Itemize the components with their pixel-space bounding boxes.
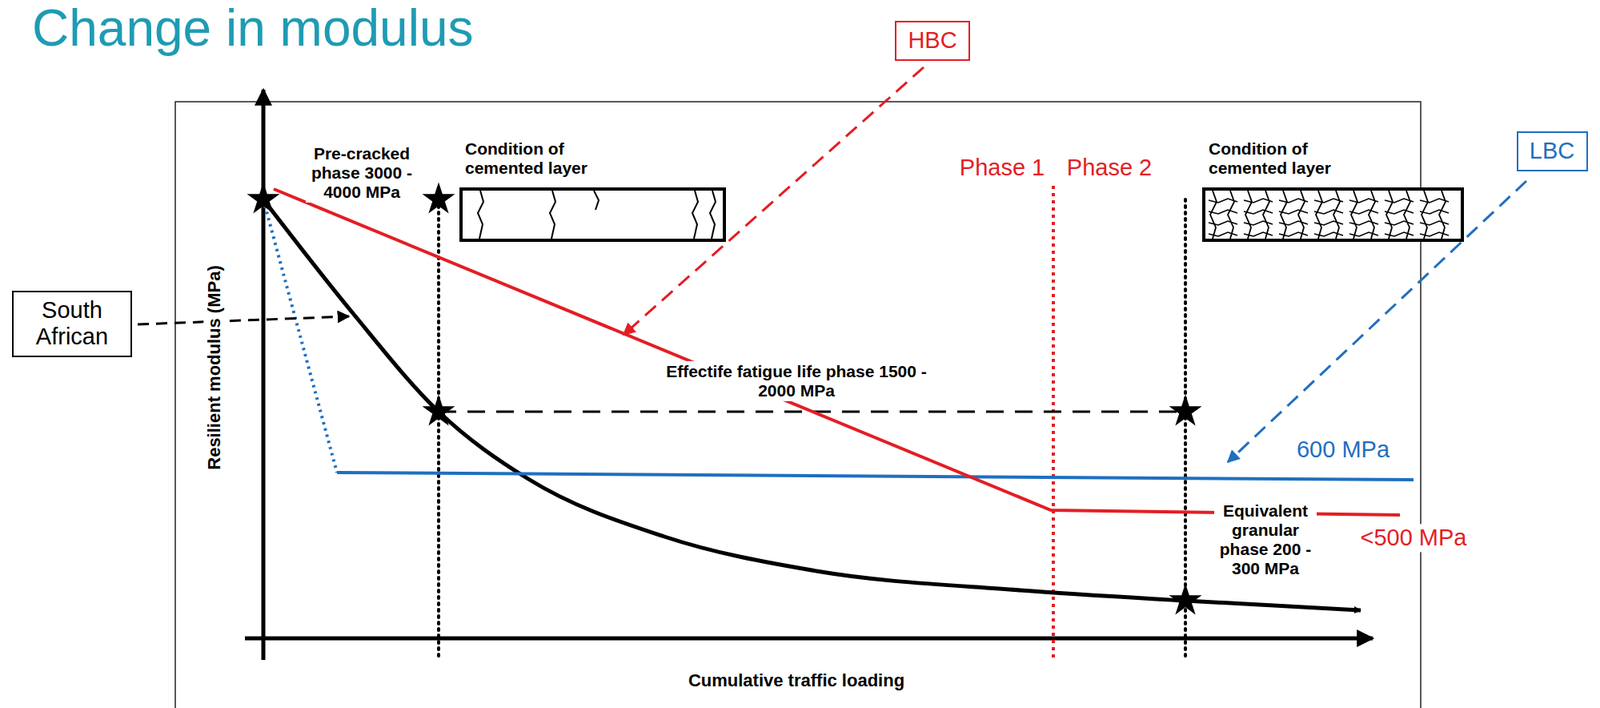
crack xyxy=(1315,190,1323,239)
crack xyxy=(1227,190,1235,239)
callout-leader xyxy=(623,67,924,335)
crack xyxy=(1384,209,1414,214)
crack xyxy=(1403,190,1411,239)
crack xyxy=(1419,220,1449,225)
axis-title: Cumulative traffic loading xyxy=(685,669,907,691)
x-axis xyxy=(244,636,1373,641)
crack xyxy=(1349,209,1379,214)
crack xyxy=(1421,190,1428,239)
south-african-curve xyxy=(263,199,1361,610)
crack xyxy=(1279,232,1308,237)
phase-star xyxy=(422,393,456,426)
phase-divider-red xyxy=(1051,185,1055,658)
phase-label: Pre-cracked phase 3000 - 4000 MPa xyxy=(305,143,418,203)
crack xyxy=(1384,198,1414,203)
crack xyxy=(1314,209,1344,214)
condition-label: Condition of cemented layer xyxy=(1206,138,1349,179)
crack xyxy=(1280,190,1288,239)
crack xyxy=(1419,209,1449,214)
crack xyxy=(1208,198,1238,203)
crack xyxy=(1384,232,1414,237)
crack xyxy=(1314,198,1344,203)
crack xyxy=(1210,190,1217,239)
axis-title: Resilient modulus (MPa) xyxy=(203,262,225,472)
crack xyxy=(1208,232,1238,237)
crack-pattern xyxy=(477,190,1449,239)
crack xyxy=(1279,198,1308,203)
phase-star xyxy=(422,181,456,213)
crack xyxy=(1279,220,1308,225)
condition-label: Condition of cemented layer xyxy=(462,138,606,179)
phase-markers xyxy=(247,181,1203,614)
crack xyxy=(1208,220,1238,225)
crack xyxy=(549,190,556,239)
crack xyxy=(1314,220,1344,225)
phase-name: Phase 1 xyxy=(957,153,1047,182)
callout-leader xyxy=(1227,180,1527,462)
phase-star xyxy=(1169,582,1203,614)
crack xyxy=(1351,190,1358,239)
phase-divider xyxy=(437,199,441,658)
modulus-curves xyxy=(263,188,1414,610)
crack xyxy=(692,190,698,239)
crack xyxy=(1349,232,1379,237)
callout-text: South African xyxy=(24,296,120,351)
crack xyxy=(1243,198,1273,203)
callout-text: HBC xyxy=(907,27,958,54)
crack xyxy=(1419,232,1449,237)
crack xyxy=(1439,190,1446,239)
crack xyxy=(1349,220,1379,225)
hbc-curve xyxy=(273,188,1400,515)
callout-leader xyxy=(137,316,349,325)
phase-star xyxy=(1169,393,1203,426)
crack xyxy=(1298,190,1305,239)
callout-box: HBC xyxy=(894,20,971,61)
crack xyxy=(1314,232,1344,237)
modulus-value: 600 MPa xyxy=(1294,435,1392,464)
crack xyxy=(1349,198,1379,203)
lbc-drop-line xyxy=(263,199,337,473)
phase-star xyxy=(247,181,281,213)
crack xyxy=(1333,190,1340,239)
crack xyxy=(1243,232,1273,237)
slide-title: Change in modulus xyxy=(32,1,474,56)
crack xyxy=(1419,198,1449,203)
callout-box: South African xyxy=(12,290,133,357)
crack xyxy=(1384,220,1414,225)
modulus-value: <500 MPa xyxy=(1357,523,1469,552)
phase-label: Effectife fatigue life phase 1500 - 2000… xyxy=(652,360,941,402)
crack xyxy=(709,190,716,239)
crack xyxy=(1243,209,1273,214)
crack xyxy=(1368,190,1376,239)
layer-condition-box xyxy=(461,188,725,241)
crack xyxy=(1245,190,1252,239)
crack xyxy=(1263,190,1270,239)
phase-name: Phase 2 xyxy=(1064,153,1155,182)
crack xyxy=(1386,190,1393,239)
lbc-curve xyxy=(336,472,1414,480)
crack xyxy=(593,190,599,210)
callout-text: LBC xyxy=(1529,137,1576,165)
layer-condition-box xyxy=(1203,188,1463,241)
crack xyxy=(1279,209,1308,214)
crack xyxy=(1208,209,1238,214)
y-axis xyxy=(261,89,266,660)
callout-box: LBC xyxy=(1516,131,1588,172)
crack xyxy=(477,190,484,239)
phase-label: Equivalent granular phase 200 - 300 MPa xyxy=(1214,500,1317,580)
crack xyxy=(1243,220,1273,225)
